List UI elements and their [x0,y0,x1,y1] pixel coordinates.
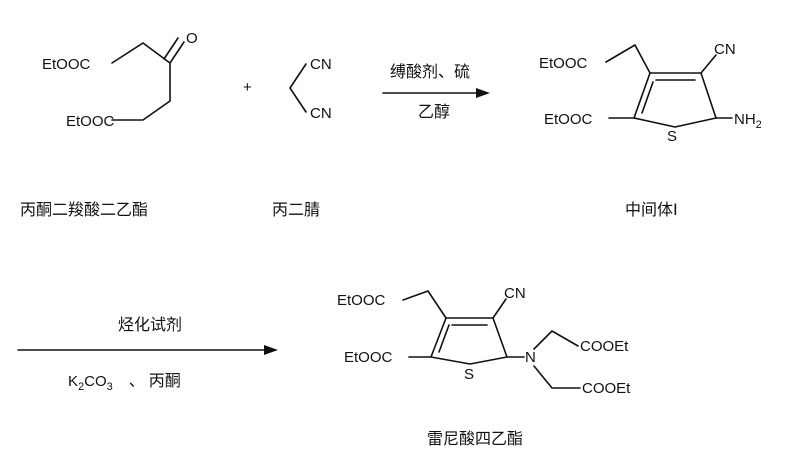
ranelate-arm-top-ester: COOEt [580,338,629,355]
conditions-separator: 、 [129,371,145,390]
reaction-2-reagent: 烃化试剂 [118,315,182,334]
carbonyl-bond [169,41,185,64]
ranelate-cyano-bond [492,298,507,319]
ranelate-nitrogen: N [525,349,536,366]
ranelate-name: 雷尼酸四乙酯 [427,429,523,448]
intermediate-structure: EtOOC EtOOC CN S NH2 [539,41,762,145]
intermediate-ch2-ester-arm [605,44,651,74]
intermediate-ester-bottom: EtOOC [544,111,593,128]
intermediate-double-bond-b [641,81,654,114]
reaction-2-conditions: K2CO3 、丙酮 [68,371,181,393]
intermediate-name: 中间体I [625,200,678,219]
malononitrile-cyano-bottom: CN [310,105,332,122]
base-sub-1: 2 [78,381,84,393]
intermediate-ester-top: EtOOC [539,55,588,72]
ranelate-arm-bottom-ester: COOEt [582,380,631,397]
conditions-solvent: 丙酮 [149,371,181,390]
ranelate-ester-bottom: EtOOC [344,349,393,366]
reaction-arrow-1 [382,88,490,98]
acetonedicarboxylate-structure: O EtOOC EtOOC [42,30,198,130]
ranelate-double-bond-b [438,324,450,353]
acetonedicarboxylate-ester-top: EtOOC [42,56,91,73]
ranelate-structure: EtOOC EtOOC CN S N COOEt COOEt [337,285,631,397]
base-sub-2: 3 [107,381,113,393]
reaction-arrow-2 [17,345,278,355]
intermediate-sulfur: S [667,128,677,145]
reaction-1-solvent: 乙醇 [418,102,450,121]
intermediate-cyano: CN [714,41,736,58]
ranelate-ch2-ester-arm [402,290,447,319]
malononitrile-name: 丙二腈 [272,200,320,219]
acetonedicarboxylate-name: 丙酮二羧酸二乙酯 [20,200,148,219]
base-potassium: K [68,373,78,390]
carbonyl-double-bond [163,37,179,60]
malononitrile-structure: CN CN [289,56,332,122]
ranelate-arm-top [533,330,579,350]
acetonedicarboxylate-ester-bottom: EtOOC [66,113,115,130]
arrow-2-head [264,345,278,355]
arrow-1-head [476,88,490,98]
intermediate-amine: NH2 [734,111,762,131]
plus-sign: + [243,79,252,96]
intermediate-amine-subscript: 2 [756,119,762,131]
intermediate-thiophene-ring [633,72,717,128]
ranelate-cyano: CN [504,285,526,302]
ranelate-sulfur: S [464,366,474,383]
intermediate-cyano-bond [700,54,717,74]
ranelate-arm-bottom [533,365,581,389]
ranelate-thiophene-ring [430,317,508,365]
intermediate-amine-label: NH [734,111,756,128]
malononitrile-cyano-top: CN [310,56,332,73]
base-carbonate: CO [84,373,107,390]
acetonedicarboxylate-skeleton [111,42,171,121]
reaction-1-reagent: 缚酸剂、硫 [390,62,470,81]
malononitrile-skeleton [289,63,307,113]
acetonedicarboxylate-oxygen: O [186,30,198,47]
ranelate-ester-top: EtOOC [337,292,386,309]
